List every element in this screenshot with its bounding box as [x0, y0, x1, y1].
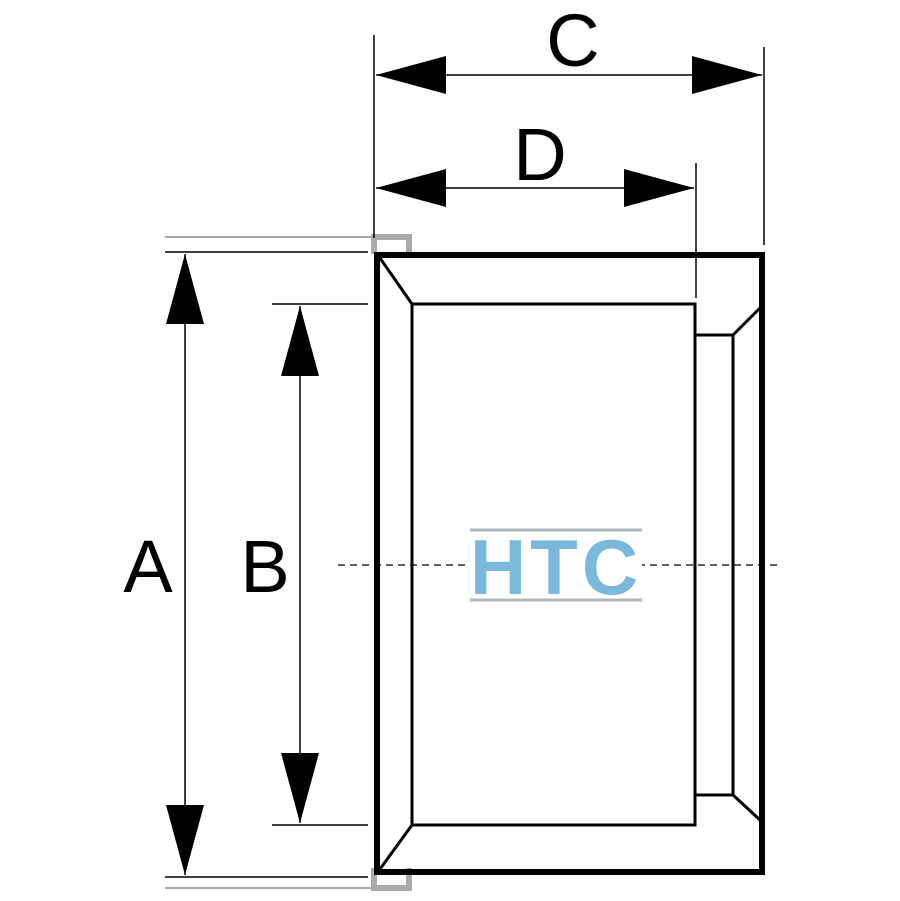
dimension-d-label: D — [513, 113, 566, 196]
extension-lines — [165, 35, 765, 878]
htc-logo-text: HTC — [470, 523, 642, 611]
step-recess — [693, 333, 735, 797]
dimension-c-label: C — [546, 0, 599, 82]
dimension-c: C — [376, 0, 762, 94]
dimension-a-label: A — [123, 525, 173, 608]
outer-shell — [374, 252, 765, 875]
chamfer-lines — [378, 257, 762, 870]
dimension-d: D — [376, 113, 694, 207]
flange-reference-lines — [165, 234, 412, 891]
dimension-a: A — [123, 254, 204, 875]
dimension-b-label: B — [240, 525, 289, 608]
dimension-b: B — [240, 306, 319, 823]
bushing-section — [374, 252, 765, 875]
htc-logo: HTC — [470, 523, 642, 611]
